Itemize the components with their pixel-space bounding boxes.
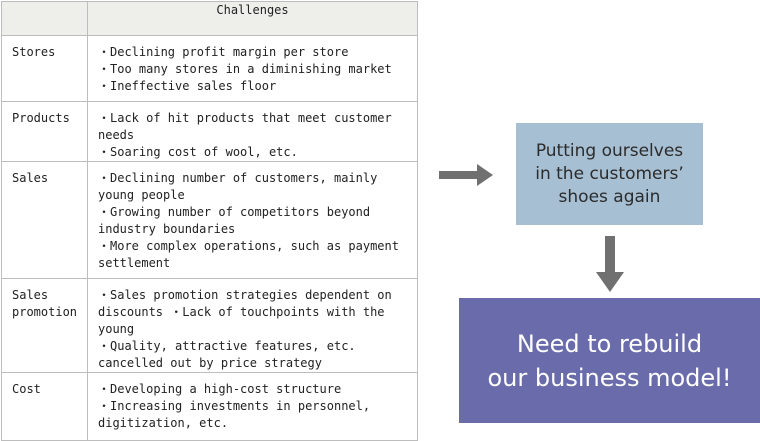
list-item: ・Developing a high-cost structure [98, 382, 342, 396]
category-cost: Cost [1, 372, 88, 441]
category-products: Products [1, 101, 88, 162]
table-row: Sales ・Declining number of customers, ma… [1, 161, 418, 279]
corner-cell [1, 1, 88, 36]
items-products: ・Lack of hit products that meet customer… [87, 101, 418, 162]
category-stores: Stores [1, 35, 88, 102]
rebuild-business-box: Need to rebuild our business model! [459, 298, 760, 423]
table-header-row: Challenges [1, 1, 418, 36]
table-row: Stores ・Declining profit margin per stor… [1, 35, 418, 102]
items-sales-promotion: ・Sales promotion strategies dependent on… [87, 278, 418, 373]
list-item: ・Growing number of competitors beyond in… [98, 205, 371, 236]
table-row: Sales promotion ・Sales promotion strateg… [1, 278, 418, 373]
customers-shoes-box: Putting ourselves in the customers’ shoe… [516, 123, 703, 225]
list-item: ・Declining number of customers, mainly y… [98, 171, 378, 202]
customers-shoes-text: Putting ourselves in the customers’ shoe… [535, 140, 684, 207]
list-item: ・Soaring cost of wool, etc. [98, 145, 298, 159]
list-item: ・Declining profit margin per store [98, 45, 349, 59]
list-item: ・Ineffective sales floor [98, 79, 277, 93]
challenges-header: Challenges [87, 1, 418, 36]
arrow-right-icon [439, 164, 493, 186]
category-sales: Sales [1, 161, 88, 279]
list-item: ・More complex operations, such as paymen… [98, 239, 399, 270]
rebuild-business-text: Need to rebuild our business model! [487, 329, 732, 392]
list-item: ・Increasing investments in personnel, di… [98, 399, 371, 430]
category-sales-promotion: Sales promotion [1, 278, 88, 373]
list-item: ・Lack of hit products that meet customer… [98, 111, 392, 142]
items-stores: ・Declining profit margin per store ・Too … [87, 35, 418, 102]
arrow-down-icon [596, 236, 624, 292]
list-item: ・Quality, attractive features, etc. canc… [98, 339, 356, 370]
list-item: ・Sales promotion strategies dependent on… [98, 288, 392, 336]
items-cost: ・Developing a high-cost structure ・Incre… [87, 372, 418, 441]
list-item: ・Too many stores in a diminishing market [98, 62, 392, 76]
items-sales: ・Declining number of customers, mainly y… [87, 161, 418, 279]
table-row: Cost ・Developing a high-cost structure ・… [1, 372, 418, 441]
table-row: Products ・Lack of hit products that meet… [1, 101, 418, 162]
challenges-table: Challenges Stores ・Declining profit marg… [1, 1, 418, 441]
